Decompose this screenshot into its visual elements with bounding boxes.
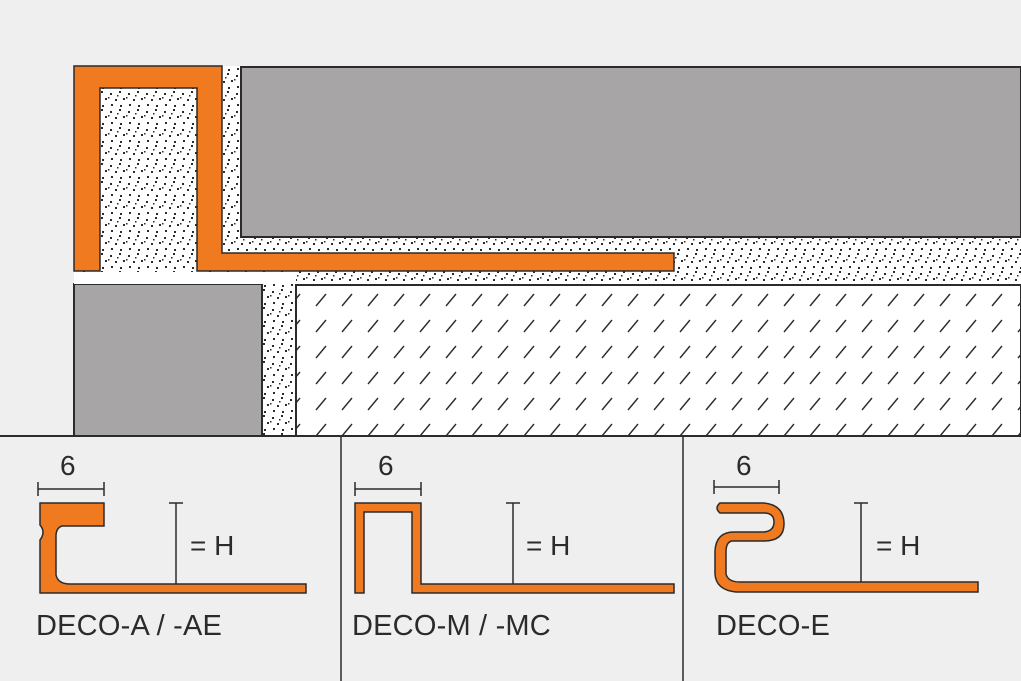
substrate-block xyxy=(295,284,1021,437)
deco-m-profile xyxy=(354,502,675,594)
deco-m-drawing xyxy=(354,482,675,594)
deco-e-width-label: 6 xyxy=(736,450,752,481)
joint-gap xyxy=(74,272,296,284)
deco-m-width-label: 6 xyxy=(378,450,394,481)
installed-profile xyxy=(73,65,675,272)
deco-m-height-label: = H xyxy=(526,530,571,561)
deco-e-drawing xyxy=(713,480,979,593)
deco-a-width-label: 6 xyxy=(60,450,76,481)
deco-e-height-label: = H xyxy=(876,530,921,561)
deco-a-height-label: = H xyxy=(190,530,235,561)
deco-a-profile xyxy=(39,502,307,594)
deco-m-caption: DECO-M / -MC xyxy=(352,610,551,642)
lower-tile xyxy=(73,283,263,437)
upper-tile xyxy=(240,66,1021,238)
deco-e-profile xyxy=(714,502,979,593)
deco-e-caption: DECO-E xyxy=(716,610,830,642)
deco-a-caption: DECO-A / -AE xyxy=(36,610,223,642)
deco-a-drawing xyxy=(37,482,307,594)
